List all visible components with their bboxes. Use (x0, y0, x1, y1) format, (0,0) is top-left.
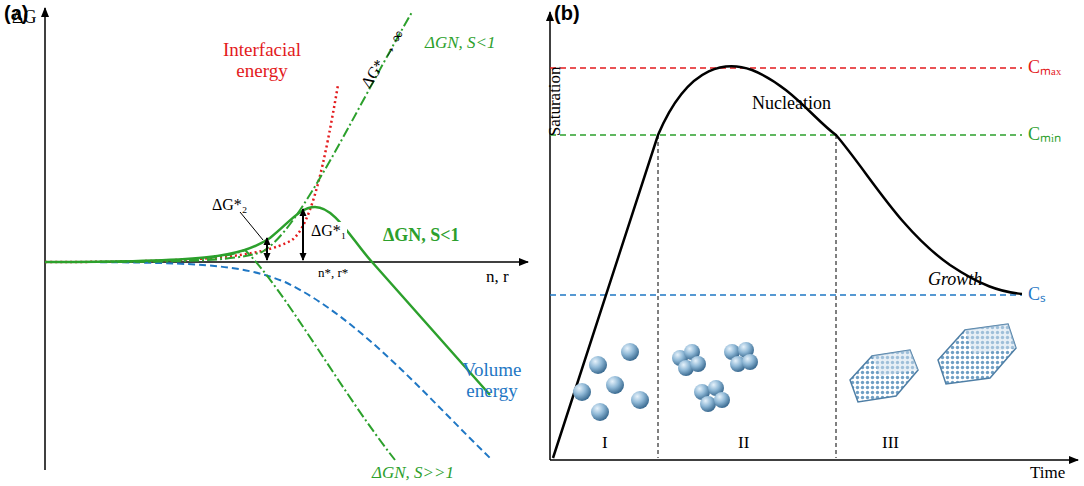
s-greater-curve (45, 250, 395, 460)
clusters (672, 342, 758, 412)
barrier-label: ΔG*₂ (212, 196, 247, 214)
curve-label: Interfacial energy (212, 40, 312, 82)
barrier-arrow-2 (266, 238, 268, 260)
barrier-label: ΔG*₁ (310, 222, 347, 240)
cmin-line (550, 134, 1022, 135)
axes-b (550, 12, 1078, 460)
curve-label: ΔGN, S<1 (425, 34, 496, 53)
barrier-label: ΔG* → ∞ (357, 27, 407, 91)
total-curve (45, 207, 490, 395)
interfacial-curve (45, 85, 338, 262)
curve-label: Volume energy (452, 360, 532, 402)
curve-label: ΔGN, S>>1 (372, 464, 454, 483)
stage-label: Growth (928, 270, 982, 290)
axes-a (45, 8, 528, 470)
level-label: Cₘₐₓ (1028, 58, 1061, 78)
level-label: Cₛ (1028, 285, 1046, 305)
monomers (573, 343, 649, 421)
cs-line (550, 294, 1022, 295)
level-label: Cₘᵢₙ (1028, 125, 1061, 145)
stage-divider (658, 135, 659, 458)
stage-divider (836, 135, 837, 458)
axis-label: n, r (486, 268, 509, 287)
axis-label: Saturation (546, 66, 565, 136)
stage-label: Nucleation (752, 94, 831, 114)
crystals (850, 324, 1016, 402)
leader-line (240, 212, 263, 240)
stage-number: II (738, 434, 749, 453)
volume-curve (45, 262, 490, 458)
s-less-curve (45, 12, 412, 262)
saturation-curve (553, 66, 1022, 458)
barrier-arrow-1 (302, 209, 304, 260)
stage-number: I (602, 434, 608, 453)
axis-label: Time (1030, 464, 1065, 483)
axis-label: ΔG (12, 8, 37, 28)
stage-number: III (882, 434, 899, 453)
panel-letter: (b) (554, 2, 580, 24)
axis-tick: n*, r* (318, 266, 348, 280)
cmax-line (550, 67, 1022, 68)
curve-label: ΔGN, S<1 (383, 226, 460, 246)
